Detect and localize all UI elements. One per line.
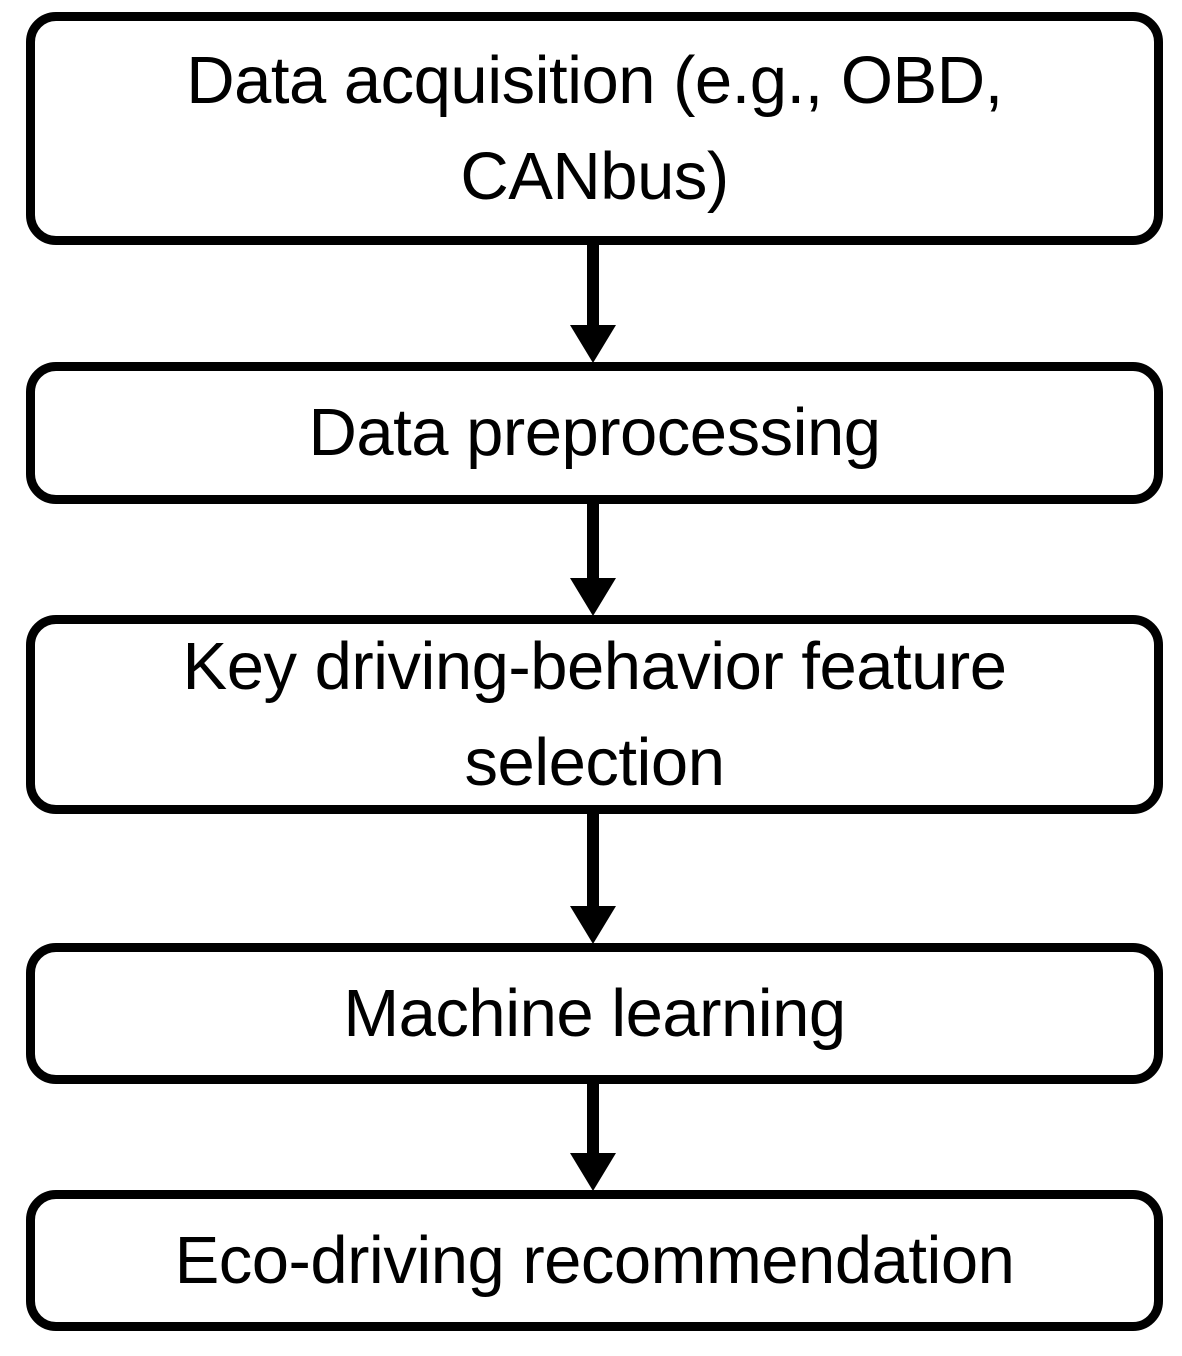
flow-node-data-preprocessing[interactable]: Data preprocessing: [26, 362, 1163, 504]
flow-node-label: Key driving-behavior feature selection: [182, 629, 1007, 800]
flow-edge-feature-selection-to-machine-learning: [0, 813, 1182, 944]
down-arrow-icon: [570, 244, 616, 363]
flow-edge-machine-learning-to-recommendation: [0, 1083, 1182, 1191]
flow-node-label: Machine learning: [343, 975, 846, 1051]
flow-node-feature-selection[interactable]: Key driving-behavior feature selection: [26, 615, 1163, 814]
down-arrow-icon: [570, 1083, 616, 1191]
down-arrow-icon: [570, 503, 616, 616]
flow-edge-acquisition-to-preprocessing: [0, 244, 1182, 363]
flow-node-data-acquisition[interactable]: Data acquisition (e.g., OBD, CANbus): [26, 12, 1163, 245]
flow-node-eco-driving-recommendation[interactable]: Eco-driving recommendation: [26, 1190, 1163, 1331]
flow-node-machine-learning[interactable]: Machine learning: [26, 943, 1163, 1084]
flow-node-label: Data acquisition (e.g., OBD, CANbus): [186, 43, 1003, 214]
flow-node-label: Data preprocessing: [308, 395, 881, 471]
down-arrow-icon: [570, 813, 616, 944]
flow-node-label: Eco-driving recommendation: [174, 1222, 1015, 1298]
flow-edge-preprocessing-to-feature-selection: [0, 503, 1182, 616]
